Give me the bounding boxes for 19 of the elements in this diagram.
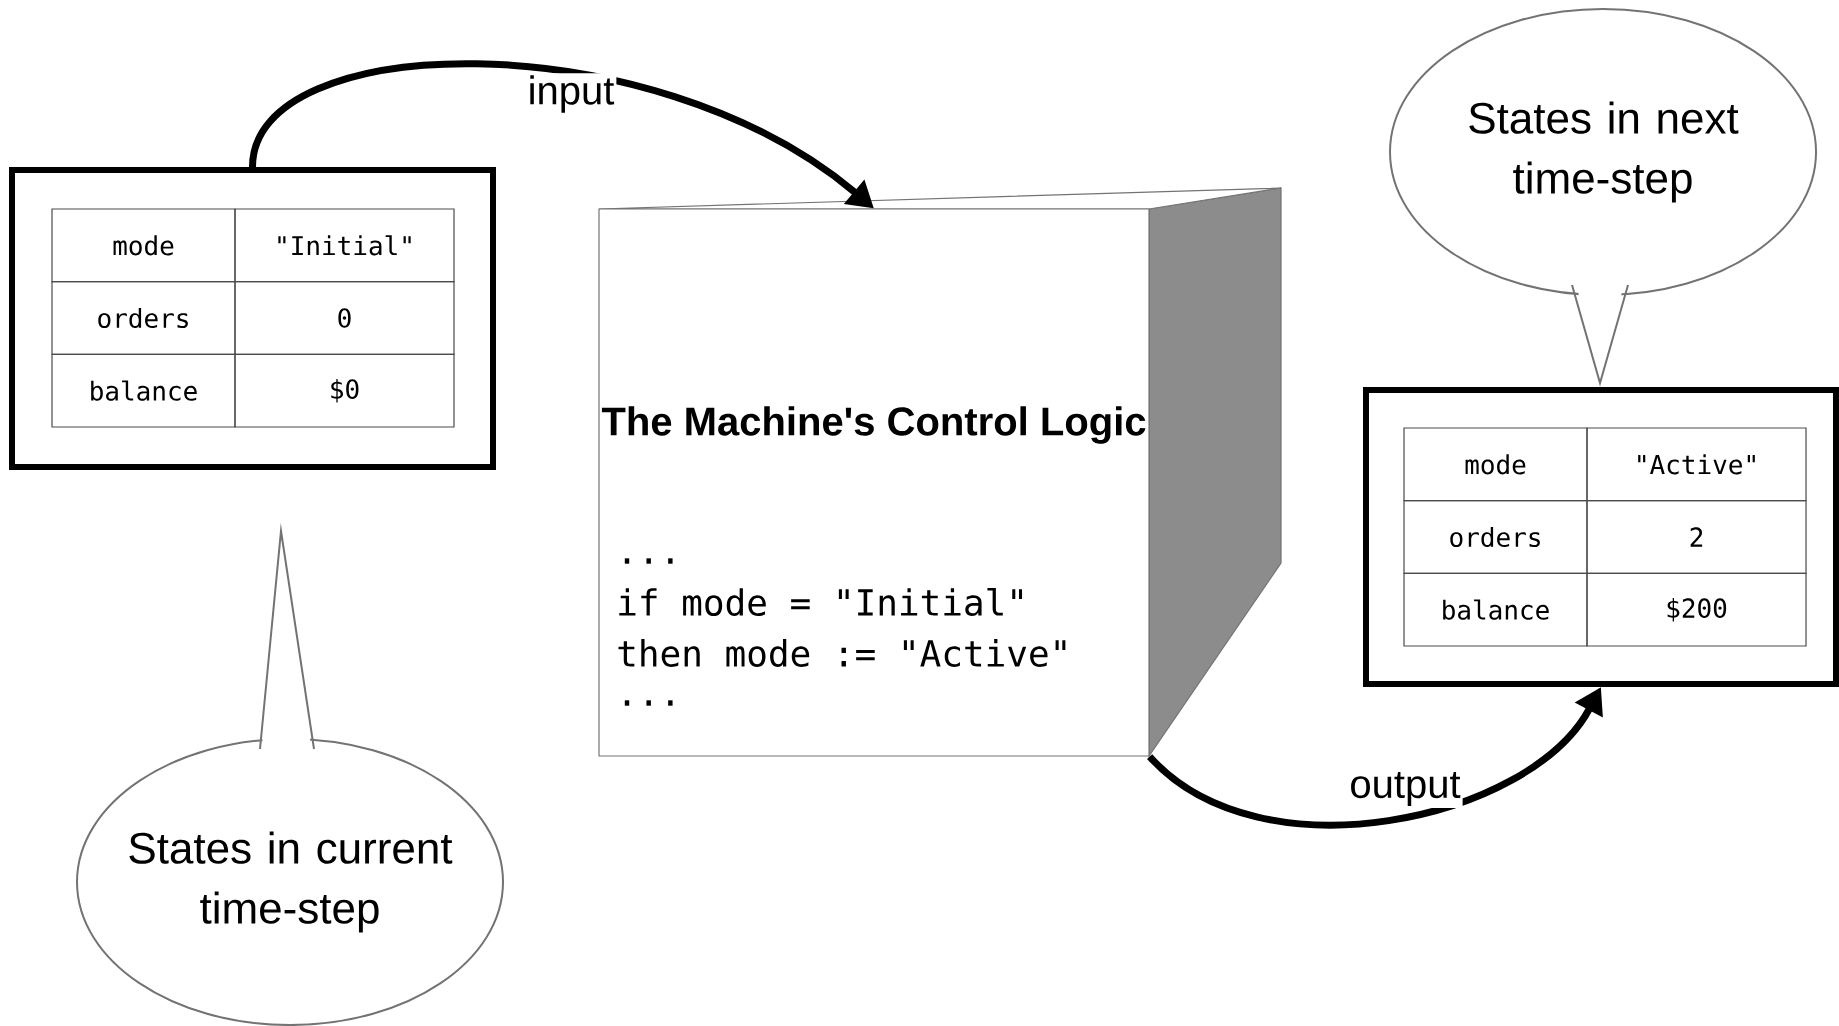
edge-label: output	[1347, 769, 1463, 809]
code-line: ...	[624, 700, 673, 706]
code-line: if mode = "Initial"	[619, 588, 1023, 617]
table-cell: orders	[51, 281, 236, 355]
table-cell: 2	[1586, 500, 1807, 574]
table-cell: balance	[1403, 572, 1588, 647]
table-cell: $200	[1586, 572, 1807, 647]
edge-label: input	[525, 73, 617, 115]
table-cell: orders	[1403, 500, 1588, 574]
table-cell: balance	[51, 353, 236, 428]
table-cell: mode	[1403, 427, 1588, 502]
table-cell: 0	[234, 281, 455, 355]
table-cell: $0	[234, 353, 455, 428]
table-cell: "Initial"	[234, 208, 455, 283]
table-cell: mode	[51, 208, 236, 283]
code-line: then mode := "Active"	[618, 639, 1066, 667]
title: The Machine's Control Logic	[601, 406, 1146, 444]
code-line: ...	[624, 558, 673, 564]
table-cell: "Active"	[1586, 427, 1807, 502]
